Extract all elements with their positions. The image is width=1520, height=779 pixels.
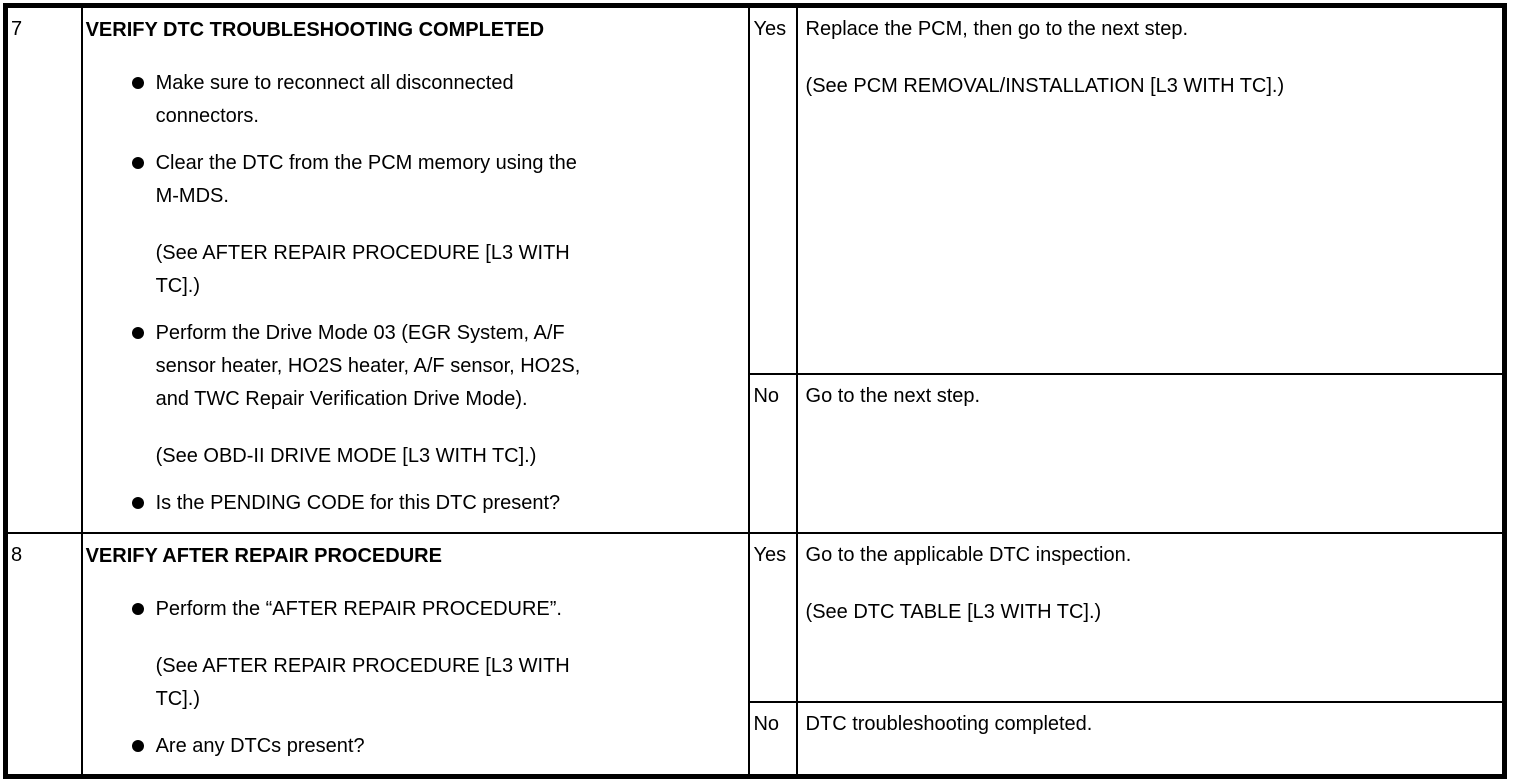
step-7-yes-result-cell: Replace the PCM, then go to the next ste… bbox=[795, 4, 1506, 375]
bullet-text: Make sure to reconnect all disconnected … bbox=[155, 72, 514, 127]
see-reference-note: (See AFTER REPAIR PROCEDURE [L3 WITH TC]… bbox=[86, 237, 741, 303]
bullet-text: Perform the Drive Mode 03 (EGR System, A… bbox=[155, 322, 581, 410]
result-text: Replace the PCM, then go to the next ste… bbox=[805, 18, 1188, 40]
step-7-no-label-cell: No bbox=[748, 373, 798, 534]
step-number: 7 bbox=[11, 18, 23, 40]
step-8-yes-result-cell: Go to the applicable DTC inspection. (Se… bbox=[795, 532, 1506, 703]
result-text: Go to the applicable DTC inspection. bbox=[805, 544, 1132, 566]
note-text: (See OBD-II DRIVE MODE [L3 WITH TC].) bbox=[155, 445, 537, 467]
bullet-text: Are any DTCs present? bbox=[155, 735, 365, 757]
bullet-text: Clear the DTC from the PCM memory using … bbox=[155, 152, 577, 207]
step-8-number-cell: 8 bbox=[4, 532, 83, 778]
table-row-step-8-no: No DTC troubleshooting completed. bbox=[6, 701, 1506, 778]
see-reference-note: (See OBD-II DRIVE MODE [L3 WITH TC].) bbox=[86, 440, 741, 473]
step-7-no-result-cell: Go to the next step. bbox=[795, 373, 1506, 534]
bullet-text: Perform the “AFTER REPAIR PROCEDURE”. bbox=[155, 598, 562, 620]
no-label: No bbox=[753, 713, 780, 735]
note-text: (See AFTER REPAIR PROCEDURE [L3 WITH TC]… bbox=[155, 242, 570, 297]
bullet-icon bbox=[131, 740, 144, 752]
bullet-icon bbox=[131, 77, 144, 89]
bullet-item: Perform the “AFTER REPAIR PROCEDURE”. bbox=[86, 593, 741, 626]
troubleshooting-table: 7 VERIFY DTC TROUBLESHOOTING COMPLETED M… bbox=[3, 3, 1507, 779]
bullet-item: Are any DTCs present? bbox=[86, 730, 741, 763]
step-number: 8 bbox=[11, 544, 23, 566]
bullet-item: Is the PENDING CODE for this DTC present… bbox=[86, 487, 741, 520]
step-7-yes-label-cell: Yes bbox=[748, 4, 798, 375]
note-text: (See AFTER REPAIR PROCEDURE [L3 WITH TC]… bbox=[155, 655, 570, 710]
see-reference-note: (See AFTER REPAIR PROCEDURE [L3 WITH TC]… bbox=[86, 650, 741, 716]
bullet-text: Is the PENDING CODE for this DTC present… bbox=[155, 492, 561, 514]
step-8-yes-label-cell: Yes bbox=[748, 532, 798, 703]
step-8-no-label-cell: No bbox=[748, 701, 798, 778]
bullet-item: Make sure to reconnect all disconnected … bbox=[86, 67, 741, 133]
table-row-step-8-yes: 8 VERIFY AFTER REPAIR PROCEDURE Perform … bbox=[4, 532, 1506, 778]
step-8-action-cell: VERIFY AFTER REPAIR PROCEDURE Perform th… bbox=[80, 532, 751, 778]
table-row-step-7-yes: 7 VERIFY DTC TROUBLESHOOTING COMPLETED M… bbox=[4, 4, 1506, 534]
bullet-item: Clear the DTC from the PCM memory using … bbox=[86, 147, 741, 213]
see-reference-note: (See PCM REMOVAL/INSTALLATION [L3 WITH T… bbox=[805, 75, 1285, 97]
table-row-step-7-no: No Go to the next step. bbox=[6, 373, 1506, 534]
see-reference-note: (See DTC TABLE [L3 WITH TC].) bbox=[805, 601, 1102, 623]
step-8-title: VERIFY AFTER REPAIR PROCEDURE bbox=[85, 545, 442, 567]
bullet-icon bbox=[131, 497, 144, 509]
step-7-title: VERIFY DTC TROUBLESHOOTING COMPLETED bbox=[85, 19, 545, 41]
bullet-icon bbox=[131, 603, 144, 615]
yes-label: Yes bbox=[753, 544, 787, 566]
step-7-action-cell: VERIFY DTC TROUBLESHOOTING COMPLETED Mak… bbox=[80, 4, 751, 534]
bullet-item: Perform the Drive Mode 03 (EGR System, A… bbox=[86, 317, 741, 416]
bullet-icon bbox=[131, 157, 144, 169]
step-7-number-cell: 7 bbox=[4, 4, 83, 534]
result-text: DTC troubleshooting completed. bbox=[805, 713, 1093, 735]
step-8-no-result-cell: DTC troubleshooting completed. bbox=[795, 701, 1506, 778]
no-label: No bbox=[753, 385, 780, 407]
result-text: Go to the next step. bbox=[805, 385, 981, 407]
bullet-icon bbox=[131, 327, 144, 339]
yes-label: Yes bbox=[753, 18, 787, 40]
